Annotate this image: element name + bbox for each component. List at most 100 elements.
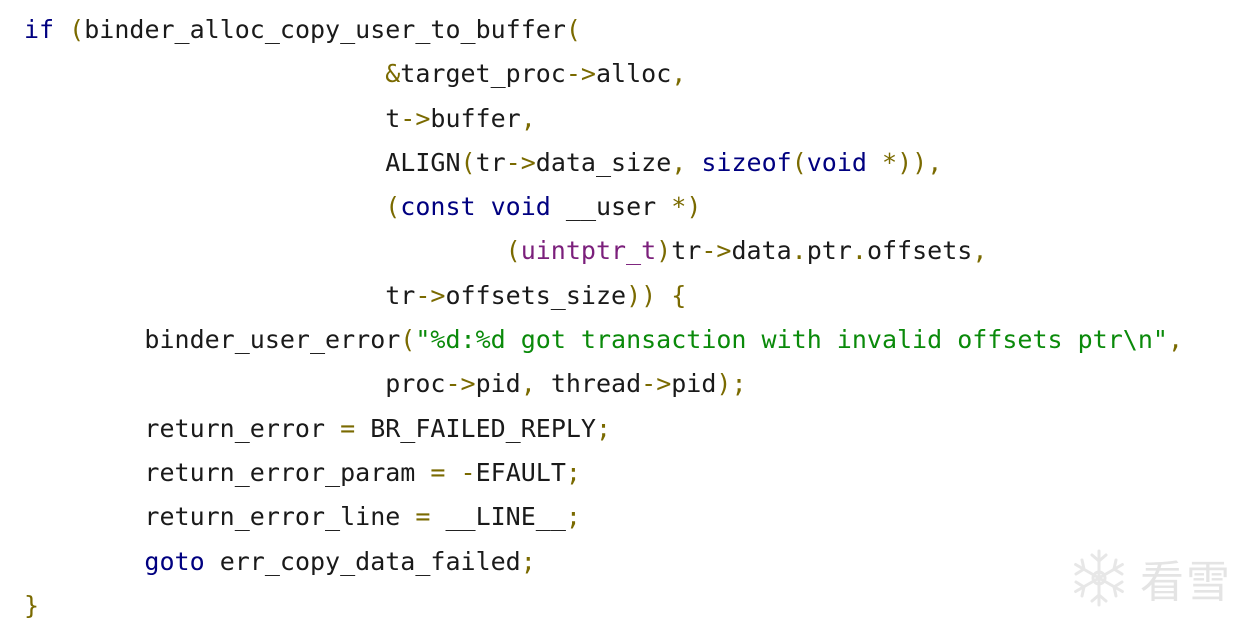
- code-token: ->: [701, 236, 732, 266]
- code-token: sizeof: [701, 147, 792, 177]
- code-line: t->buffer,: [24, 97, 1183, 141]
- code-token: uintptr_t: [520, 236, 657, 266]
- code-token: pid: [671, 369, 717, 399]
- code-line: goto err_copy_data_failed;: [24, 540, 1183, 584]
- code-token: return_error_line: [144, 502, 416, 532]
- code-token: [24, 414, 144, 443]
- code-line: proc->pid, thread->pid);: [24, 362, 1183, 406]
- code-line: ALIGN(tr->data_size, sizeof(void *)),: [24, 141, 1183, 185]
- code-token: const: [400, 192, 476, 222]
- code-token: ALIGN: [385, 147, 461, 177]
- code-token: ->: [565, 59, 596, 89]
- code-token: ;: [565, 457, 581, 487]
- code-token: [24, 236, 506, 265]
- code-block: if (binder_alloc_copy_user_to_buffer( &t…: [24, 8, 1183, 628]
- code-token: (: [385, 192, 401, 222]
- code-token: [24, 502, 144, 531]
- code-token: t: [385, 103, 401, 133]
- code-token: [24, 458, 144, 487]
- code-token: ->: [400, 103, 431, 133]
- code-token: return_error_param: [144, 457, 431, 487]
- code-token: offsets: [866, 236, 973, 266]
- code-token: ,: [520, 369, 536, 399]
- code-token: binder_alloc_copy_user_to_buffer: [84, 15, 566, 44]
- code-line: return_error = BR_FAILED_REPLY;: [24, 407, 1183, 451]
- code-token: ->: [445, 369, 476, 399]
- code-token: (: [565, 15, 581, 44]
- code-token: (: [460, 147, 476, 177]
- code-token: ;: [595, 413, 612, 443]
- code-token: (: [69, 15, 85, 44]
- code-token: [24, 369, 385, 398]
- code-token: (: [505, 236, 521, 266]
- code-token: [686, 148, 701, 177]
- code-token: ,: [671, 59, 687, 89]
- code-token: [24, 281, 385, 310]
- code-token: {: [671, 280, 687, 310]
- code-token: __LINE__: [430, 502, 566, 532]
- code-token: [476, 192, 491, 221]
- code-token: ;: [520, 546, 536, 576]
- code-token: (: [400, 325, 416, 355]
- code-token: tr: [475, 147, 506, 177]
- code-token: ;: [731, 369, 747, 399]
- code-token: ->: [505, 147, 536, 177]
- code-token: =: [415, 502, 431, 532]
- code-token: (: [791, 147, 807, 177]
- code-token: binder_user_error: [144, 325, 401, 355]
- code-line: &target_proc->alloc,: [24, 52, 1183, 96]
- code-token: BR_FAILED_REPLY: [355, 413, 596, 443]
- code-token: )): [897, 147, 928, 177]
- code-token: &: [385, 59, 401, 89]
- code-token: pid: [475, 369, 521, 399]
- code-token: ->: [415, 280, 446, 310]
- code-token: void: [806, 147, 867, 177]
- code-token: goto: [144, 546, 205, 576]
- code-token: EFAULT: [475, 457, 566, 487]
- code-token: [24, 104, 385, 133]
- code-token: "%d:%d got transaction with invalid offs…: [415, 325, 1168, 355]
- code-token: __user: [550, 192, 672, 222]
- code-token: data_size: [535, 147, 672, 177]
- code-token: ,: [927, 147, 943, 177]
- code-token: [445, 458, 460, 487]
- code-token: [24, 192, 385, 221]
- code-line: }: [24, 584, 1183, 628]
- snowflake-icon: [1068, 547, 1130, 609]
- code-line: return_error_param = -EFAULT;: [24, 451, 1183, 495]
- code-token: ->: [641, 369, 672, 399]
- code-token: buffer: [430, 103, 521, 133]
- code-token: tr: [385, 280, 416, 310]
- code-token: -: [460, 457, 476, 487]
- code-token: .: [791, 236, 807, 266]
- code-line: tr->offsets_size)) {: [24, 274, 1183, 318]
- code-token: =: [340, 413, 356, 443]
- code-line: return_error_line = __LINE__;: [24, 495, 1183, 539]
- code-token: proc: [385, 369, 446, 399]
- code-token: tr: [671, 236, 702, 266]
- code-token: }: [24, 590, 40, 620]
- code-token: [54, 15, 69, 44]
- code-token: target_proc: [400, 59, 566, 89]
- code-token: ,: [671, 147, 687, 177]
- code-token: ): [686, 192, 702, 222]
- code-token: )): [626, 280, 657, 310]
- code-token: =: [430, 457, 446, 487]
- code-token: *: [882, 147, 898, 177]
- code-line: (uintptr_t)tr->data.ptr.offsets,: [24, 229, 1183, 273]
- code-token: [656, 281, 671, 310]
- code-token: void: [490, 192, 551, 222]
- code-token: offsets_size: [445, 280, 627, 310]
- code-token: [24, 547, 144, 576]
- code-token: alloc: [595, 59, 672, 89]
- code-token: [867, 148, 882, 177]
- watermark-text: 看雪: [1140, 557, 1232, 608]
- code-line: (const void __user *): [24, 185, 1183, 229]
- code-token: *: [671, 192, 687, 222]
- code-token: err_copy_data_failed: [204, 546, 521, 576]
- code-token: data: [731, 236, 792, 266]
- code-token: return_error: [144, 413, 341, 443]
- code-token: [24, 148, 385, 177]
- code-token: ): [656, 236, 672, 266]
- code-token: ,: [520, 103, 536, 133]
